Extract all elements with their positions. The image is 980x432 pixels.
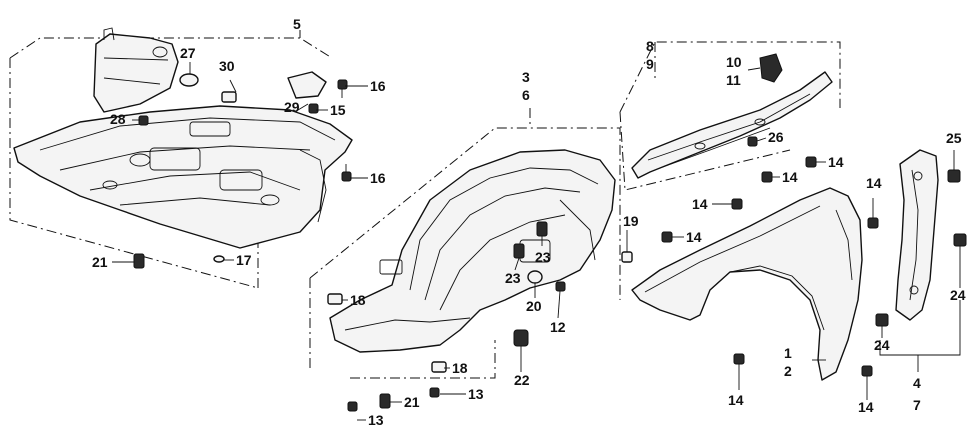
bolt-14g xyxy=(861,365,873,377)
clip-24b xyxy=(875,313,889,327)
callout-18: 18 xyxy=(452,360,468,376)
callout-18: 18 xyxy=(350,292,366,308)
leader-lines xyxy=(112,62,961,421)
bolt-12 xyxy=(555,281,566,292)
bolt-14b xyxy=(761,171,773,183)
callout-labels: 5 27 30 16 29 15 28 16 21 17 3 6 18 18 2… xyxy=(92,16,966,428)
callout-16: 16 xyxy=(370,170,386,186)
bolt-14a xyxy=(805,156,817,168)
callout-14: 14 xyxy=(728,392,744,408)
bolt-13b xyxy=(429,387,440,398)
clip-24a xyxy=(953,233,967,247)
clip-23a xyxy=(513,243,525,259)
clip-26 xyxy=(747,136,758,147)
inner-fender-liner xyxy=(329,149,616,353)
callout-13: 13 xyxy=(468,386,484,402)
callout-27: 27 xyxy=(180,45,196,61)
callout-19: 19 xyxy=(623,213,639,229)
callout-2: 2 xyxy=(784,363,792,379)
callout-21: 21 xyxy=(92,254,108,270)
callout-1: 1 xyxy=(784,345,792,361)
callout-29: 29 xyxy=(284,99,300,115)
callout-24: 24 xyxy=(874,337,890,353)
callout-25: 25 xyxy=(946,130,962,146)
clip-21a xyxy=(133,253,145,269)
callout-14: 14 xyxy=(782,169,798,185)
bolt-14f xyxy=(733,353,745,365)
clip-19 xyxy=(621,251,633,263)
callout-4: 4 xyxy=(913,375,921,391)
nut-17 xyxy=(213,255,225,263)
callout-28: 28 xyxy=(110,111,126,127)
callout-3: 3 xyxy=(522,69,530,85)
fender-seal xyxy=(631,71,833,179)
callout-13: 13 xyxy=(368,412,384,428)
bolt-14c xyxy=(731,198,743,210)
callout-14: 14 xyxy=(828,154,844,170)
callout-24: 24 xyxy=(950,287,966,303)
callout-30: 30 xyxy=(219,58,235,74)
front-fender xyxy=(631,187,863,381)
bracket-group-3-6 xyxy=(309,108,621,379)
clip-22 xyxy=(513,329,529,347)
callout-16: 16 xyxy=(370,78,386,94)
clip-21b xyxy=(379,393,391,409)
callout-11: 11 xyxy=(726,72,741,88)
callout-14: 14 xyxy=(686,229,702,245)
callout-23: 23 xyxy=(505,270,521,286)
bracket-group-4-7 xyxy=(879,300,961,372)
engine-undercover xyxy=(13,27,353,249)
callout-26: 26 xyxy=(768,129,784,145)
clip-23b xyxy=(536,221,548,237)
callout-8: 8 xyxy=(646,38,654,54)
callout-17: 17 xyxy=(236,252,252,268)
bolt-28 xyxy=(138,115,149,126)
bolt-14e xyxy=(867,217,879,229)
clip-25 xyxy=(947,169,961,183)
bracket-group-5 xyxy=(9,30,333,289)
fender-bracket xyxy=(895,149,939,321)
bolt-15 xyxy=(308,103,319,114)
callout-23: 23 xyxy=(535,249,551,265)
bolt-13a xyxy=(347,401,358,412)
bolt-16b xyxy=(341,164,352,182)
clip-18a xyxy=(327,293,343,305)
callout-5: 5 xyxy=(293,16,301,32)
small-parts xyxy=(179,53,783,103)
bolt-16a xyxy=(337,79,348,98)
callout-14: 14 xyxy=(858,399,874,415)
callout-9: 9 xyxy=(646,56,654,72)
callout-20: 20 xyxy=(526,298,542,314)
callout-22: 22 xyxy=(514,372,530,388)
clip-18b xyxy=(431,361,447,373)
callout-14: 14 xyxy=(692,196,708,212)
callout-10: 10 xyxy=(726,54,742,70)
callout-7: 7 xyxy=(913,397,921,413)
callout-6: 6 xyxy=(522,87,530,103)
callout-12: 12 xyxy=(550,319,566,335)
plug-20 xyxy=(527,270,543,284)
callout-21: 21 xyxy=(404,394,420,410)
bolt-14d xyxy=(661,231,673,243)
bracket-group-8-9 xyxy=(619,41,841,191)
callout-14: 14 xyxy=(866,175,882,191)
callout-15: 15 xyxy=(330,102,346,118)
